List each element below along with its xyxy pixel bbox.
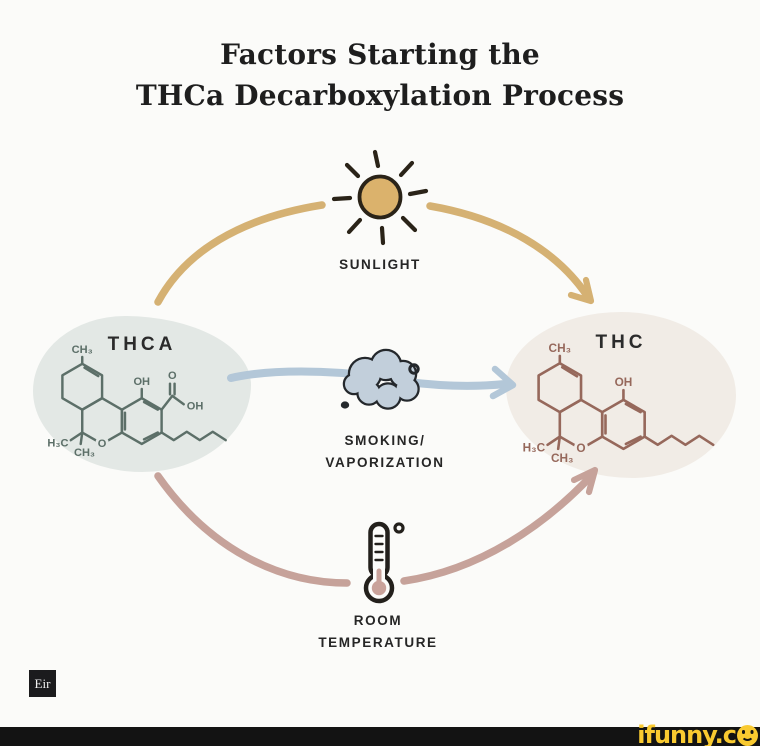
ifunny-watermark: ifunny.c bbox=[637, 722, 758, 746]
ifunny-logo-text: ifunny.c bbox=[637, 721, 737, 746]
room-temperature-label-line2: TEMPERATURE bbox=[318, 635, 438, 650]
room-temperature-arrow bbox=[154, 466, 599, 587]
thca-carboxyl-oh-label: OH bbox=[187, 401, 204, 413]
page-title-line2: THCa Decarboxylation Process bbox=[135, 79, 625, 112]
thc-gem-dimethyl-left-label: H₃C bbox=[523, 440, 546, 454]
page-title: Factors Starting the THCa Decarboxylatio… bbox=[0, 34, 760, 116]
smoke-cloud-icon bbox=[340, 348, 420, 410]
sunlight-arrowhead bbox=[567, 276, 595, 305]
sunlight-label: SUNLIGHT bbox=[339, 257, 421, 272]
smoking-label: SMOKING/ VAPORIZATION bbox=[305, 430, 465, 474]
smoke-dot bbox=[340, 401, 350, 409]
ifunny-bottom-bar bbox=[0, 727, 760, 746]
thc-name-label: THC bbox=[595, 332, 647, 353]
smiley-face-icon bbox=[737, 725, 758, 746]
thc-ring-oxygen-label: O bbox=[576, 441, 585, 455]
page-title-line1: Factors Starting the bbox=[220, 38, 540, 71]
thca-methyl-top-label: CH₃ bbox=[72, 344, 93, 356]
room-temperature-label: ROOM TEMPERATURE bbox=[298, 610, 458, 654]
thca-name-label: THCA bbox=[107, 334, 177, 355]
thca-gem-dimethyl-bottom-label: CH₃ bbox=[74, 447, 95, 459]
thca-gem-dimethyl-left-label: H₃C bbox=[47, 437, 68, 449]
thermometer-icon bbox=[363, 521, 405, 604]
thca-ring-oxygen-label: O bbox=[98, 438, 107, 450]
ring-oxygen-patch bbox=[95, 435, 109, 449]
room-temperature-label-line1: ROOM bbox=[353, 613, 403, 628]
thca-molecule-card: THCA bbox=[33, 316, 251, 472]
thca-hydroxyl-label: OH bbox=[133, 376, 150, 388]
sun-icon bbox=[331, 149, 429, 246]
thc-gem-dimethyl-bottom-label: CH₃ bbox=[551, 451, 574, 465]
smoking-label-line1: SMOKING/ bbox=[344, 433, 426, 448]
smoking-label-line2: VAPORIZATION bbox=[325, 455, 445, 470]
ring-oxygen-patch bbox=[574, 440, 588, 455]
thca-carboxyl-o-label: O bbox=[168, 370, 177, 382]
smoking-arrowhead bbox=[489, 365, 517, 400]
degree-mark bbox=[393, 522, 405, 534]
thc-structure-drawing: CH₃ OH H₃C CH₃ O bbox=[523, 341, 715, 465]
credit-badge: Eir bbox=[29, 670, 56, 697]
smoke-ring-dot bbox=[408, 363, 420, 375]
thc-hydroxyl-label: OH bbox=[615, 375, 633, 389]
sunlight-arrow bbox=[154, 201, 595, 306]
room-temperature-arrowhead bbox=[570, 466, 599, 496]
thca-structure-drawing: CH₃ OH O OH H₃C CH₃ O bbox=[47, 344, 227, 459]
thc-molecule-card: THC CH₃ OH H₃C CH₃ bbox=[506, 312, 736, 478]
thc-methyl-top-label: CH₃ bbox=[549, 341, 572, 355]
